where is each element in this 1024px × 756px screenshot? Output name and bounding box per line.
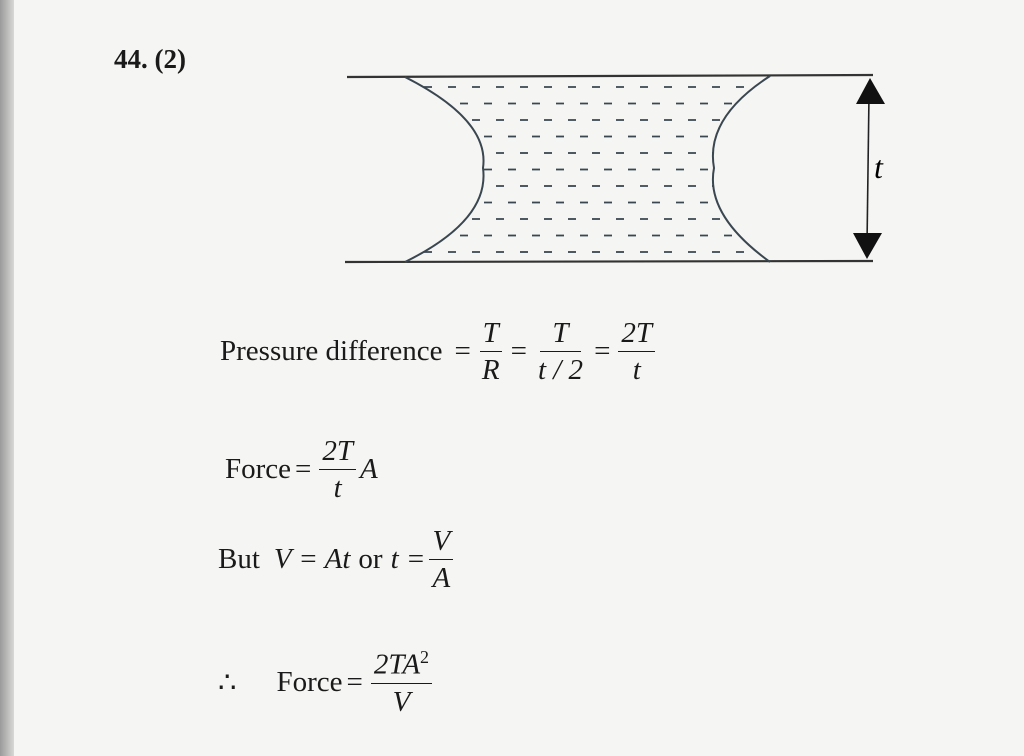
area-symbol: A — [360, 453, 378, 486]
equals-sign: = — [510, 335, 527, 368]
equals-sign: = — [346, 666, 363, 699]
page-edge-shadow — [0, 0, 14, 756]
thickness-expression: t = — [390, 543, 426, 576]
equals-sign: = — [454, 335, 471, 368]
force-label: Force — [225, 453, 292, 486]
volume-expression: V = At — [273, 543, 351, 576]
dimension-line — [866, 94, 870, 246]
bottom-plate — [344, 259, 874, 264]
but-label: But — [218, 543, 260, 576]
left-meniscus — [404, 76, 485, 263]
arrow-down-icon — [853, 233, 882, 259]
thickness-label: t — [874, 149, 884, 185]
equals-sign: = — [295, 453, 312, 486]
right-meniscus — [712, 75, 771, 263]
pressure-label: Pressure difference — [220, 335, 443, 368]
therefore-symbol: ∴ — [218, 667, 237, 700]
top-plate — [346, 73, 874, 79]
question-number: 44. (2) — [114, 44, 186, 74]
equals-sign: = — [594, 335, 611, 368]
arrow-up-icon — [856, 78, 885, 104]
force-label: Force — [276, 666, 343, 699]
or-label: or — [358, 543, 383, 576]
